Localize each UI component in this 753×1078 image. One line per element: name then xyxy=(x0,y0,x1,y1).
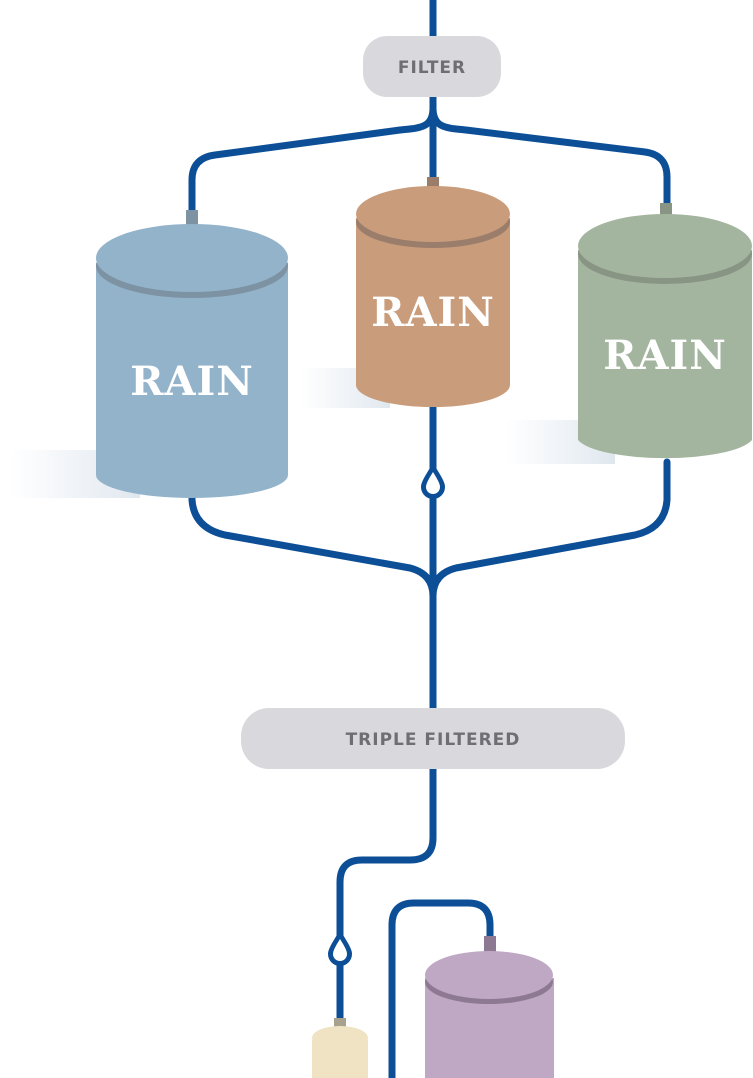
tank-left-top xyxy=(96,224,288,292)
rain-tank-right: RAIN xyxy=(578,203,752,459)
filter-pill xyxy=(363,36,501,97)
tank-center-body xyxy=(356,218,510,407)
pipe-left-tank-down xyxy=(188,491,437,600)
water-drop-icon xyxy=(421,463,445,499)
tank-center-label: RAIN xyxy=(371,289,495,336)
tank-right-label: RAIN xyxy=(603,332,727,379)
pipe-to-left-tank xyxy=(188,104,437,222)
purple-tank xyxy=(425,936,554,1078)
small-cream-tank xyxy=(312,1018,368,1078)
tank-right-body xyxy=(578,250,752,459)
triple-filter-pill xyxy=(241,708,625,769)
filter-unit: FILTER xyxy=(363,36,501,97)
tank-left-body xyxy=(96,263,288,498)
purple-tank-body xyxy=(425,978,554,1078)
water-drop-icon xyxy=(328,930,352,966)
triple-filter-unit: TRIPLE FILTERED xyxy=(241,708,625,769)
pipe-network xyxy=(188,0,671,1078)
triple-filtered-label: TRIPLE FILTERED xyxy=(346,730,521,750)
tank-left-label: RAIN xyxy=(130,358,254,405)
purple-tank-top xyxy=(425,951,553,999)
pipe-to-right-tank xyxy=(429,104,671,212)
tank-right-top xyxy=(578,214,752,278)
rain-tank-left: RAIN xyxy=(96,210,288,498)
pipe-after-triple-filter xyxy=(336,764,437,1034)
small-tank-top xyxy=(312,1026,368,1050)
pipe-right-tank-down xyxy=(429,458,671,600)
filter-label: FILTER xyxy=(398,58,466,78)
small-tank-body xyxy=(312,1040,368,1078)
purple-tank-valve xyxy=(484,936,496,956)
rain-tank-center: RAIN xyxy=(356,177,510,407)
tank-center-top xyxy=(356,186,510,242)
pipe-to-purple-tank xyxy=(388,899,494,1078)
